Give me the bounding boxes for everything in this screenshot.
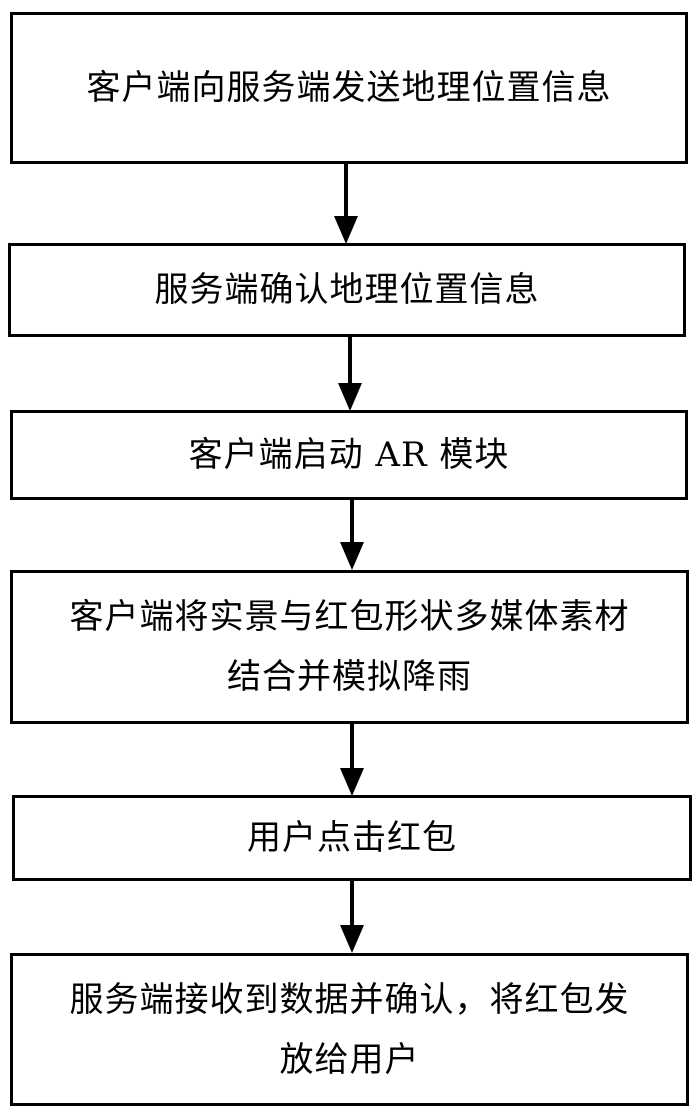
- step-1-label: 客户端向服务端发送地理位置信息: [86, 68, 612, 108]
- step-5-box: 用户点击红包: [12, 795, 692, 881]
- step-3-box: 客户端启动 AR 模块: [10, 410, 688, 500]
- step-2-label: 服务端确认地理位置信息: [154, 270, 540, 310]
- arrow-head-icon: [338, 383, 362, 411]
- step-6-box: 服务端接收到数据并确认，将红包发放给用户: [10, 953, 689, 1106]
- step-1-box: 客户端向服务端发送地理位置信息: [10, 12, 688, 164]
- step-4-box: 客户端将实景与红包形状多媒体素材结合并模拟降雨: [10, 570, 689, 724]
- step-5-label: 用户点击红包: [247, 818, 457, 858]
- arrow-head-icon: [340, 768, 364, 796]
- arrow-head-icon: [334, 216, 358, 244]
- step-4-label: 客户端将实景与红包形状多媒体素材结合并模拟降雨: [69, 597, 630, 697]
- arrow-head-icon: [340, 925, 364, 953]
- step-2-box: 服务端确认地理位置信息: [8, 243, 686, 337]
- step-6-label: 服务端接收到数据并确认，将红包发放给用户: [69, 979, 630, 1080]
- arrow-head-icon: [340, 542, 364, 570]
- step-3-label: 客户端启动 AR 模块: [188, 435, 510, 475]
